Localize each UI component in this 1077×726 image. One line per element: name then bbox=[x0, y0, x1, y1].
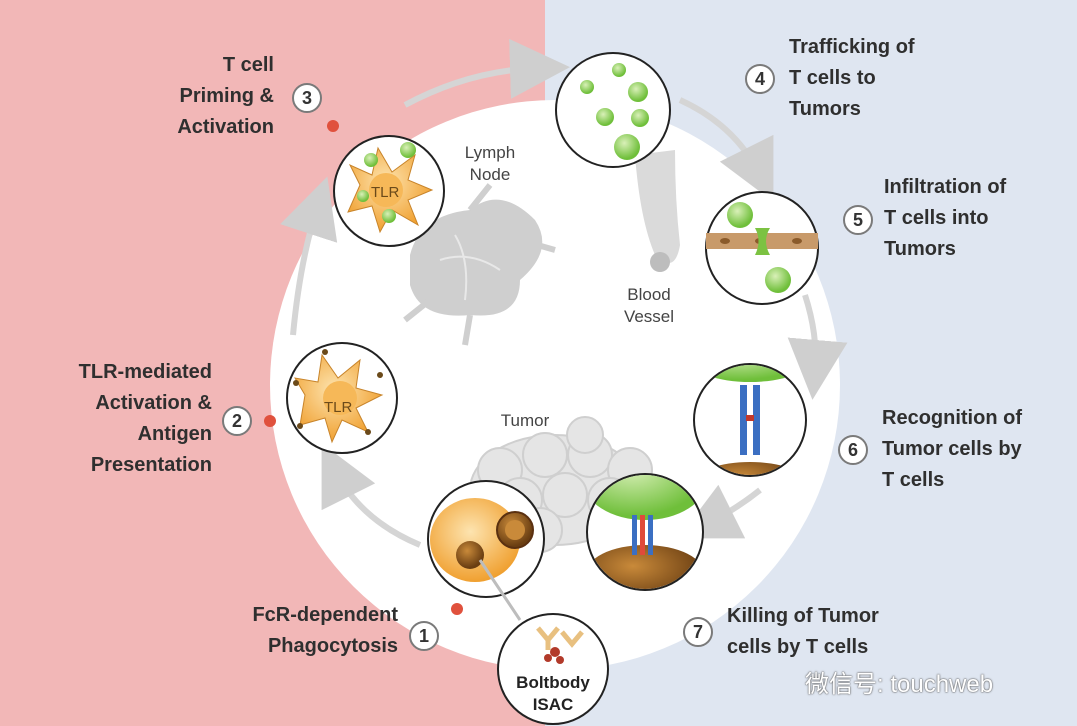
killing-circle bbox=[586, 473, 704, 591]
step-7-number: 7 bbox=[683, 617, 713, 647]
step-6-number: 6 bbox=[838, 435, 868, 465]
watermark: 微信号: touchweb bbox=[805, 671, 994, 698]
step-5-number: 5 bbox=[843, 205, 873, 235]
trafficking-circle bbox=[555, 52, 671, 168]
infiltration-circle bbox=[705, 191, 819, 305]
step-3-marker bbox=[327, 120, 339, 132]
step-2-marker bbox=[264, 415, 276, 427]
step-1-number: 1 bbox=[409, 621, 439, 651]
tlr-label-priming: TLR bbox=[371, 184, 400, 201]
boltbody-circle bbox=[478, 559, 609, 725]
tlr-label-activation: TLR bbox=[324, 399, 353, 416]
blood-vessel-shape bbox=[635, 150, 680, 263]
step-1-marker bbox=[451, 603, 463, 615]
step-3-number: 3 bbox=[292, 83, 322, 113]
lymph-node-shape bbox=[398, 183, 556, 346]
step-2-number: 2 bbox=[222, 406, 252, 436]
phagocytosis-circle bbox=[427, 480, 545, 598]
cycle-arrows bbox=[280, 38, 848, 548]
tlr-activation-circle bbox=[286, 342, 398, 454]
step-4-number: 4 bbox=[745, 64, 775, 94]
priming-circle bbox=[333, 135, 445, 247]
tumor-label: Tumor bbox=[500, 411, 550, 430]
